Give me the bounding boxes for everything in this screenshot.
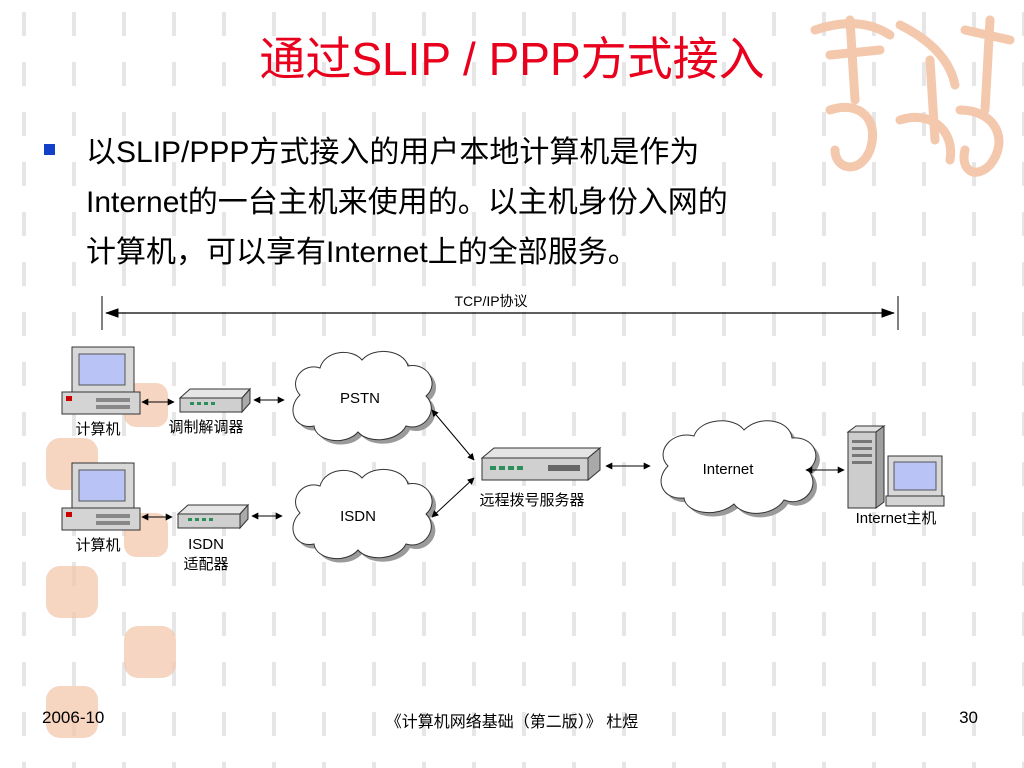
footer-book-title: 《计算机网络基础（第二版）》 杜煜 xyxy=(385,714,639,731)
bullet-line-1: 以SLIP/PPP方式接入的用户本地计算机是作为 xyxy=(86,136,700,169)
bullet-line-2: Internet的一台主机来使用的。以主机身份入网的 xyxy=(86,186,728,219)
isdn-label: ISDN xyxy=(340,508,376,525)
pstn-cloud: PSTN xyxy=(292,350,437,445)
tcpip-span: TCP/IP协议 xyxy=(101,293,899,330)
internet-host-icon xyxy=(846,425,945,509)
computer-2-icon xyxy=(61,462,141,531)
footer-page-number: 30 xyxy=(959,708,978,727)
slide-title: 通过SLIP / PPP方式接入 xyxy=(259,33,765,85)
modem-label: 调制解调器 xyxy=(168,419,243,436)
server-icon xyxy=(480,446,602,482)
link-isdn-server xyxy=(431,477,475,518)
internet-cloud: Internet xyxy=(660,420,820,518)
link-pstn-server xyxy=(431,409,475,461)
bullet-line-3: 计算机，可以享有Internet上的全部服务。 xyxy=(86,236,638,269)
internet-label: Internet xyxy=(703,461,755,478)
protocol-label: TCP/IP协议 xyxy=(454,293,527,309)
computer-1-icon xyxy=(61,346,141,415)
bullet-marker xyxy=(44,144,55,155)
server-label: 远程拨号服务器 xyxy=(479,492,584,509)
isdn-adapter-icon xyxy=(176,503,250,530)
computer-1-label: 计算机 xyxy=(75,420,120,438)
isdn-cloud: ISDN xyxy=(292,468,437,563)
host-label: Internet主机 xyxy=(856,510,937,527)
modem-icon xyxy=(178,387,252,414)
pstn-label: PSTN xyxy=(340,390,380,407)
footer-date: 2006-10 xyxy=(42,708,105,727)
bullet-text: 以SLIP/PPP方式接入的用户本地计算机是作为 Internet的一台主机来使… xyxy=(86,128,946,278)
computer-2-label: 计算机 xyxy=(75,536,120,554)
isdn-adapter-label-1: ISDN xyxy=(188,536,224,553)
isdn-adapter-label-2: 适配器 xyxy=(183,556,228,573)
large-seal-watermark xyxy=(810,15,1015,177)
